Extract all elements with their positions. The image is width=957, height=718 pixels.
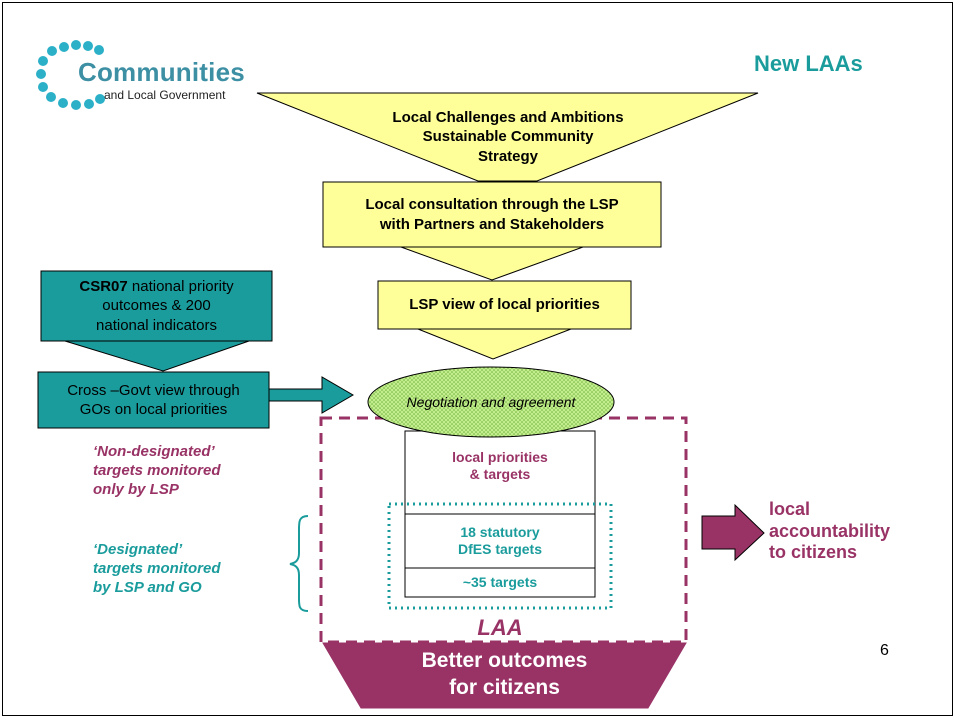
consultation-line2: with Partners and Stakeholders [379, 215, 605, 233]
csr07-line2: outcomes & 200 [102, 297, 211, 315]
designated-dotted-box [387, 502, 613, 610]
consultation-line1: Local consultation through the LSP [365, 196, 619, 213]
designated-line1: ‘Designated’ [93, 541, 183, 558]
laa-label: LAA [477, 615, 523, 640]
brace-icon [289, 515, 309, 612]
outcomes-trapezoid [322, 642, 687, 709]
non-designated-line1: ‘Non-designated’ [93, 443, 215, 460]
csr07-text: CSR07 national priority outcomes & 200 n… [41, 271, 272, 341]
csr07-bold: CSR07 [79, 277, 128, 295]
crossgovt-box [37, 371, 270, 429]
crossgovt-line1: Cross –Govt view through [67, 381, 240, 399]
crossgovt-line2: GOs on local priorities [79, 401, 228, 418]
crossgovt-text: Cross –Govt view through GOs on local pr… [38, 372, 269, 428]
statutory-line2: DfES targets [457, 541, 543, 557]
approx-targets-label: ~35 targets [462, 573, 538, 590]
consultation-text: Local consultation through the LSP with … [323, 182, 661, 247]
ambitions-funnel [256, 92, 759, 182]
local-priorities-cell: local priorities & targets [405, 441, 595, 491]
outcomes-line2: for citizens [449, 676, 560, 699]
arrow-right-crossgovt [268, 376, 354, 414]
page-number: 6 [880, 642, 889, 659]
non-designated-line3: only by LSP [93, 480, 179, 498]
arrow-down-2 [417, 328, 572, 360]
accountability-line2: accountability [769, 520, 891, 541]
csr07-line3: national indicators [96, 316, 217, 334]
logo-dots-icon [36, 40, 105, 110]
accountability-line3: to citizens [769, 542, 858, 563]
local-priorities-line1: local priorities [452, 448, 548, 465]
logo-subtitle: and Local Government [104, 88, 226, 102]
lsp-view-text: LSP view of local priorities [378, 281, 631, 329]
statutory-line1: 18 statutory [460, 523, 540, 540]
approx-targets-cell: ~35 targets [405, 568, 595, 597]
logo-wordmark: Communities [78, 57, 245, 87]
lsp-view-label: LSP view of local priorities [409, 296, 600, 314]
csr07-rest: national priority [127, 277, 234, 295]
diagram-canvas [36, 40, 765, 709]
negotiation-text: Negotiation and agreement [406, 394, 576, 410]
page-title: New LAAs [754, 51, 863, 76]
outcomes-line1: Better outcomes [421, 648, 588, 672]
local-priorities-line2: & targets [469, 466, 531, 482]
ambitions-text: Local Challenges and Ambitions Sustainab… [303, 101, 713, 173]
ambitions-line3: Strategy [477, 147, 539, 165]
arrow-down-csr [64, 340, 250, 372]
designated-line3: by LSP and GO [93, 578, 202, 596]
lsp-view-box [377, 280, 632, 330]
accountability-arrow-icon [701, 503, 765, 562]
accountability-label: local accountability to citizens [769, 499, 929, 564]
arrow-down-1 [400, 246, 584, 281]
accountability-line1: local [769, 499, 811, 519]
negotiation-ellipse [367, 366, 615, 438]
non-designated-line2: targets monitored [93, 461, 221, 479]
ambitions-line1: Local Challenges and Ambitions [392, 108, 624, 126]
ambitions-line2: Sustainable Community [422, 128, 594, 146]
statutory-targets-cell: 18 statutory DfES targets [405, 514, 595, 568]
consultation-box [322, 181, 662, 248]
csr07-box [40, 270, 273, 342]
designated-label: ‘Designated’ targets monitored by LSP an… [93, 541, 293, 597]
outcomes-text: Better outcomes for citizens [361, 643, 648, 705]
designated-line2: targets monitored [93, 559, 221, 577]
non-designated-label: ‘Non-designated’ targets monitored only … [93, 443, 293, 499]
